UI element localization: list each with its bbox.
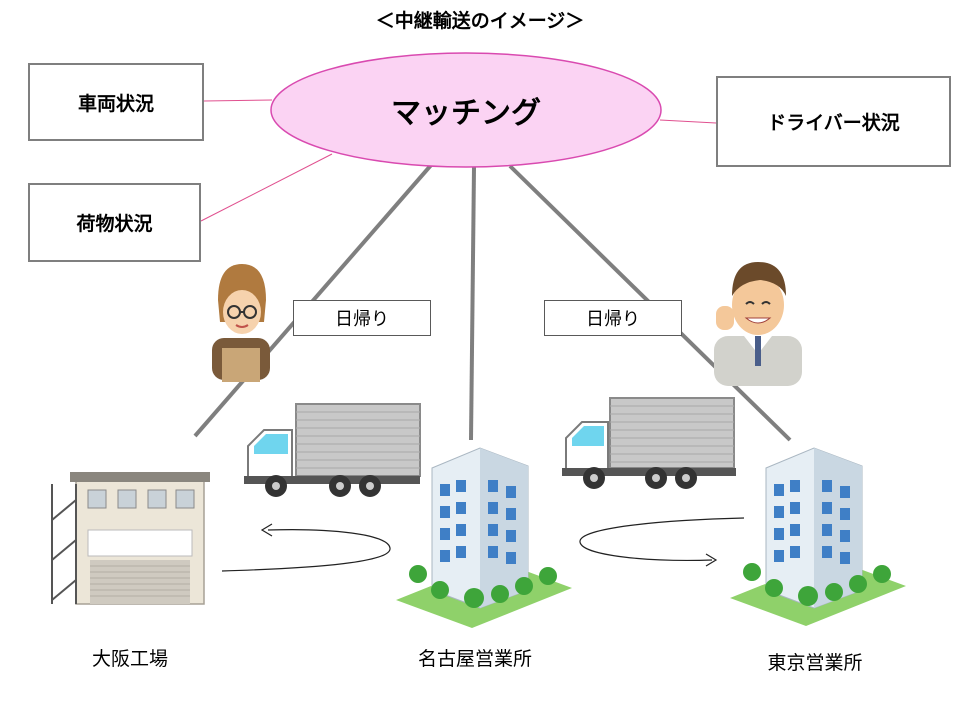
matching-label: マッチング — [391, 96, 541, 131]
woman-worker-icon — [212, 264, 270, 382]
tokyo-office-icon — [730, 447, 906, 626]
tokyo-office-label: 東京営業所 — [767, 652, 863, 674]
round-trip-arrow-right — [579, 517, 745, 567]
connector-driver — [659, 119, 717, 124]
matching-oval — [270, 52, 662, 168]
cargo-status-box: 荷物状況 — [28, 183, 201, 262]
diagram-title: ＜中継輸送のイメージ＞ — [375, 10, 585, 32]
day-trip-label-right: 日帰り — [544, 300, 682, 336]
osaka-factory-label: 大阪工場 — [91, 648, 168, 670]
connector-cargo — [200, 153, 333, 222]
truck-1-icon — [244, 403, 421, 497]
day-trip-label-left: 日帰り — [293, 300, 431, 336]
truck-2-icon — [562, 397, 736, 489]
nagoya-office-icon — [396, 447, 572, 628]
vehicle-status-box: 車両状況 — [28, 63, 204, 141]
driver-status-box: ドライバー状況 — [716, 76, 951, 167]
connector-nagoya — [469, 166, 476, 441]
man-worker-icon — [714, 262, 802, 386]
nagoya-office-label: 名古屋営業所 — [417, 648, 532, 670]
factory-icon — [51, 472, 210, 605]
round-trip-arrow-left — [221, 523, 391, 572]
connector-vehicle — [203, 99, 273, 102]
